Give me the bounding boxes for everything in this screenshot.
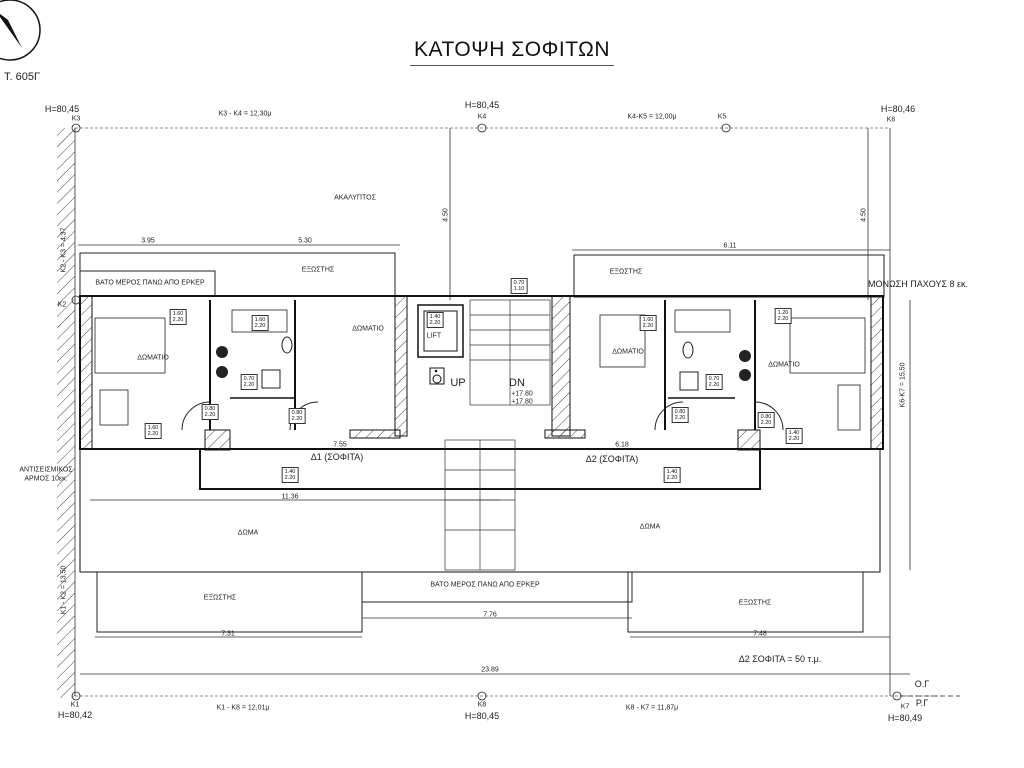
label-room-2: ΔΩΜΑΤΙΟ <box>352 325 384 333</box>
corner-k1-height: H=80,42 <box>57 710 93 720</box>
page-title: ΚΑΤΟΨΗ ΣΟΦΙΤΩΝ <box>410 38 614 66</box>
corner-k4-height: H=80,45 <box>464 100 500 110</box>
neighbour-wall <box>57 128 75 698</box>
label-lift: LIFT <box>426 332 442 340</box>
label-roof-left: ΔΩΜΑ <box>237 529 259 537</box>
dimension-total-width: 11.36 <box>281 493 299 501</box>
corner-k1-label: K1 <box>70 701 80 709</box>
dimension-k1-k8: K1 - K8 = 12,01μ <box>216 704 270 712</box>
label-stair-up: UP <box>450 377 466 389</box>
corner-k7-height: H=80,49 <box>887 713 923 723</box>
stair-level-a: +17.80 <box>511 390 533 398</box>
corner-k2-label: K2 <box>57 301 67 309</box>
corner-k6-label: K6 <box>886 116 896 124</box>
dimension-setback-right: 4.50 <box>860 208 868 222</box>
dimension-k2-k3: K2 - K3 = 4,37 <box>60 227 68 273</box>
label-bato-top: ΒΑΤΟ ΜΕΡΟΣ ΠΑΝΩ ΑΠΟ ΕΡΚΕΡ <box>95 279 205 287</box>
north-arrow-icon <box>0 0 41 61</box>
label-room-4: ΔΩΜΑΤΙΟ <box>768 361 800 369</box>
corner-k8-height: H=80,45 <box>464 711 500 721</box>
dimension-k8-k7: K8 - K7 = 11,87μ <box>625 704 679 712</box>
label-og: Ο.Γ <box>914 679 930 689</box>
corner-k3-height: H=80,45 <box>44 104 80 114</box>
dimension-k6-k7: K6-K7 = 15,50 <box>899 362 907 408</box>
corner-k7-label: K7 <box>900 703 910 711</box>
corner-k3-label: K3 <box>71 115 81 123</box>
dimension-setback-left: 4.50 <box>442 208 450 222</box>
dimension-left-top-a: 3.95 <box>141 237 155 245</box>
label-rg: Ρ.Γ <box>915 698 929 708</box>
dimension-left-top-b: 5.30 <box>298 237 312 245</box>
dimension-lines <box>74 128 911 696</box>
label-stair-down: DN <box>509 377 525 389</box>
building-walls <box>79 295 884 573</box>
label-bato-bottom: ΒΑΤΟ ΜΕΡΟΣ ΠΑΝΩ ΑΠΟ ΕΡΚΕΡ <box>430 581 540 589</box>
wheelchair-icon <box>429 367 445 385</box>
stair-level-b: +17.80 <box>511 398 533 406</box>
area-note: Δ2 ΣΟΦΙΤΑ = 50 τ.μ. <box>738 654 822 664</box>
corner-markers <box>71 123 960 701</box>
dimension-bottom-mid: 7.76 <box>483 611 497 619</box>
corner-k8-label: K8 <box>477 701 487 709</box>
dimension-right-top: 6.11 <box>723 242 737 250</box>
dimension-d1-width: 7.55 <box>333 441 347 449</box>
dimension-bottom-left: 7.31 <box>221 630 235 638</box>
corner-k4-label: K4 <box>477 113 487 121</box>
label-seismic-joint-2: ΑΡΜΟΣ 10εκ. <box>24 475 68 483</box>
label-akalyptos: ΑΚΑΛΥΠΤΟΣ <box>334 194 376 202</box>
label-balcony-bottom-right: ΕΞΩΣΤΗΣ <box>738 599 772 607</box>
plot-boundary <box>75 127 940 697</box>
label-room-1: ΔΩΜΑΤΙΟ <box>137 354 169 362</box>
label-room-3: ΔΩΜΑΤΙΟ <box>612 348 644 356</box>
label-balcony-top-left: ΕΞΩΣΤΗΣ <box>301 266 335 274</box>
dimension-k3-k4: K3 - K4 = 12,30μ <box>218 110 272 118</box>
plot-reference: Τ. 605Γ <box>3 71 41 83</box>
label-insulation: ΜΟΝΩΣΗ ΠΑΧΟΥΣ 8 εκ. <box>867 279 969 289</box>
label-seismic-joint-1: ΑΝΤΙΣΕΙΣΜΙΚΟΣ <box>19 466 73 474</box>
dimension-bottom-total: 23.89 <box>481 666 499 674</box>
label-d2: Δ2 (ΣΟΦΙΤΑ) <box>585 454 639 464</box>
dimension-k1-k2: K1 - K2 = 13,50 <box>60 565 68 615</box>
corner-k5-label: K5 <box>717 113 727 121</box>
label-balcony-top-right: ΕΞΩΣΤΗΣ <box>609 268 643 276</box>
corner-k6-height: H=80,46 <box>880 104 916 114</box>
dimension-k4-k5: K4-K5 = 12,00μ <box>627 113 677 121</box>
dimension-bottom-right: 7.48 <box>753 630 767 638</box>
dimension-d2-width: 6.18 <box>615 441 629 449</box>
label-roof-right: ΔΩΜΑ <box>639 523 661 531</box>
label-balcony-bottom-left: ΕΞΩΣΤΗΣ <box>203 594 237 602</box>
label-d1: Δ1 (ΣΟΦΙΤΑ) <box>310 452 364 462</box>
balcony-outlines <box>79 252 885 633</box>
